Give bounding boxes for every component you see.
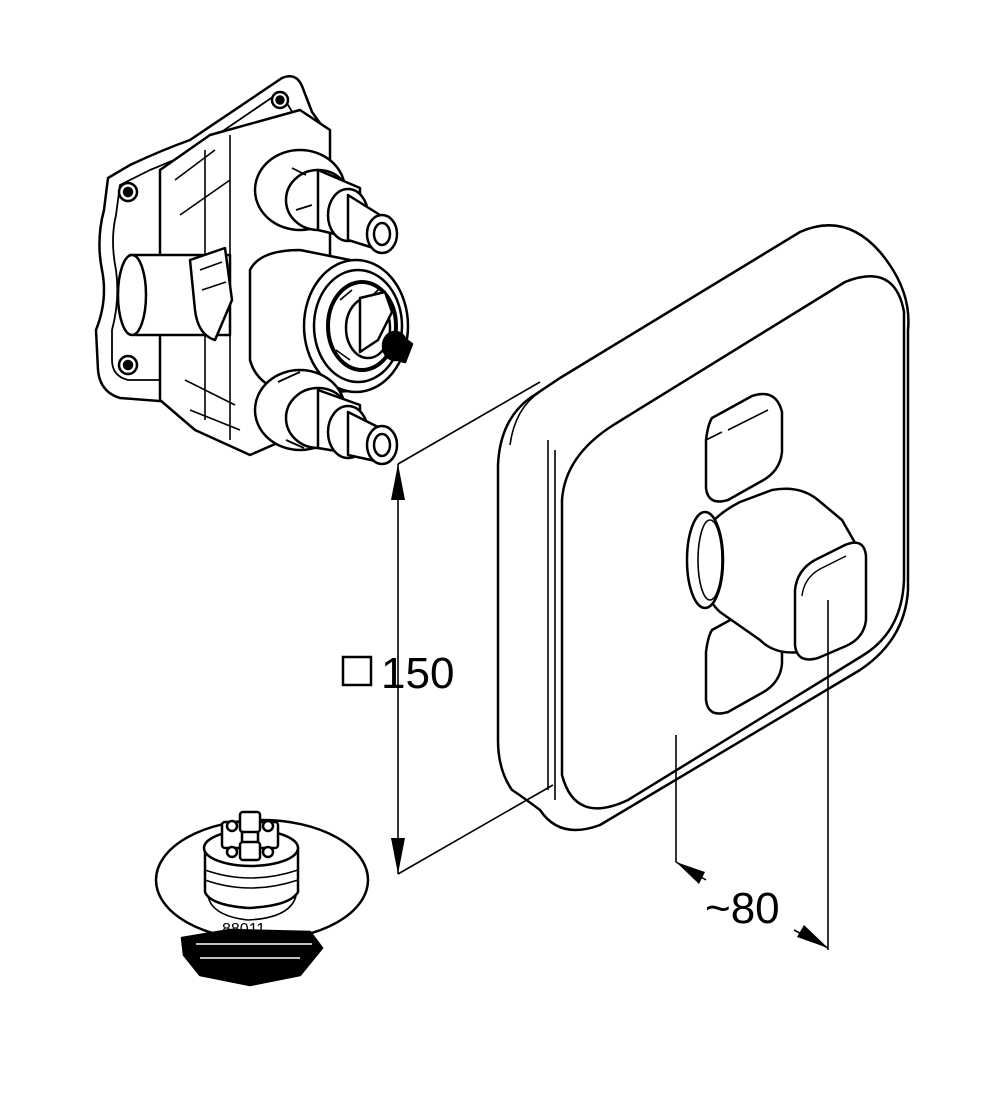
arrowhead xyxy=(797,925,828,948)
control-knobs xyxy=(685,392,868,715)
mounting-hole xyxy=(122,186,134,198)
extension-line xyxy=(397,784,554,875)
housing-ribs xyxy=(174,135,241,440)
cartridge-spline xyxy=(220,810,280,862)
plate-top-edge xyxy=(509,391,541,446)
dimension-80-label: ~80 xyxy=(705,884,780,933)
dimension-lines xyxy=(397,381,829,950)
upper-button[interactable] xyxy=(704,392,784,503)
cartridge-part-number: 88011 xyxy=(222,921,265,938)
dimension-arrows xyxy=(391,464,828,948)
dimension-150-label: 150 xyxy=(381,649,454,698)
rotary-knob-collar xyxy=(685,510,725,610)
lever-detail xyxy=(199,261,227,291)
concealed-valve-body xyxy=(94,75,414,466)
arrowhead xyxy=(391,464,405,500)
upper-button-face xyxy=(705,409,769,441)
mounting-hole xyxy=(122,359,134,371)
mounting-hole xyxy=(275,95,285,105)
upper-connector xyxy=(253,148,399,255)
arrowhead xyxy=(391,838,405,874)
thermostatic-cartridge xyxy=(154,810,370,987)
lower-connector xyxy=(253,368,399,466)
rotary-knob-collar-inner xyxy=(697,519,723,601)
arrowhead xyxy=(676,862,705,884)
lever-handle xyxy=(188,246,234,342)
plate-bevel xyxy=(547,440,556,800)
rotary-knob-face[interactable] xyxy=(793,541,868,661)
square-dimension-symbol xyxy=(341,655,373,687)
central-cartridge-housing xyxy=(248,248,414,397)
extension-line xyxy=(397,381,541,465)
pipe-end xyxy=(116,253,148,337)
